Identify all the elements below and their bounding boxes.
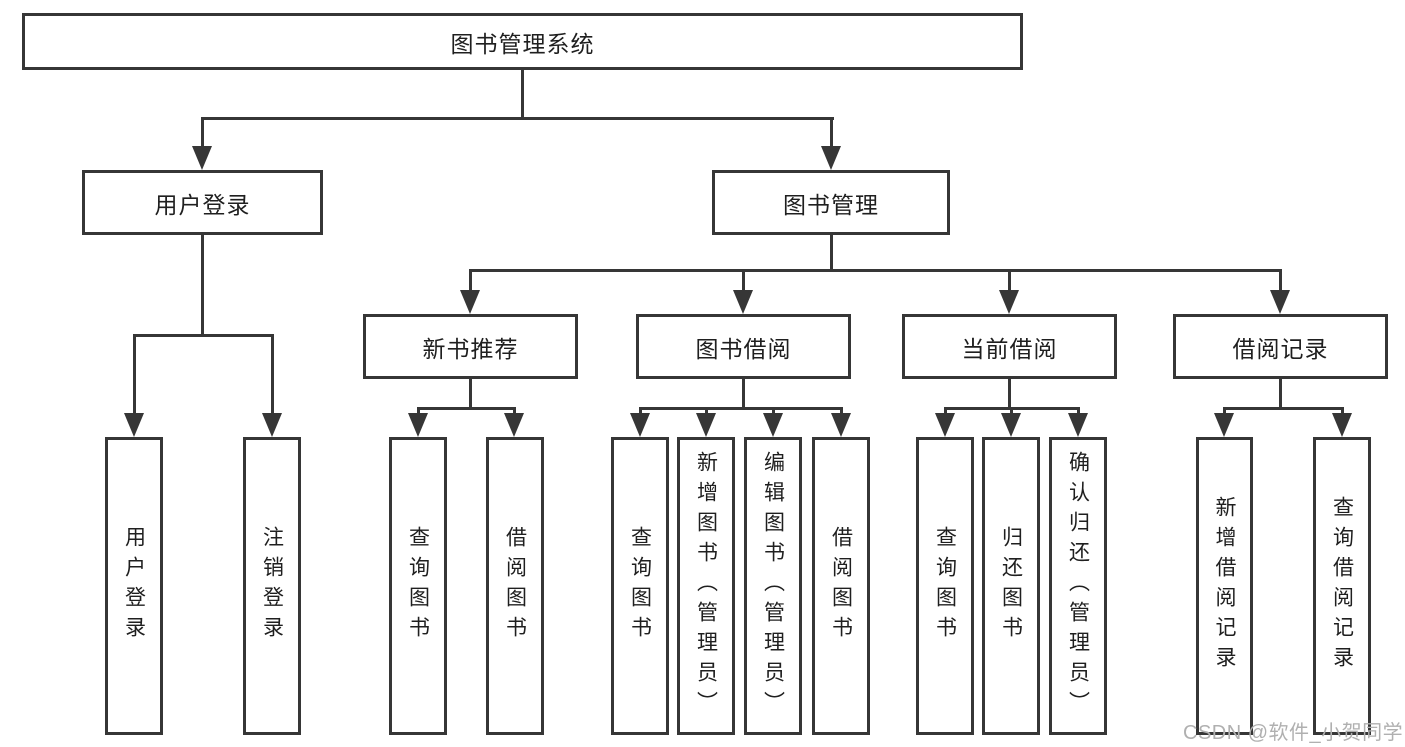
connector-bar [639, 407, 842, 410]
leaf-label: 查询图书 [933, 526, 957, 646]
connector-drop [639, 407, 642, 415]
connector-stem [1008, 378, 1011, 409]
node-label: 图书管理 [783, 191, 879, 218]
connector-stem [469, 378, 472, 409]
arrow-down-icon [821, 146, 841, 170]
connector-drop [742, 269, 745, 292]
connector-bar [469, 269, 1282, 272]
arrow-down-icon [192, 146, 212, 170]
connector-stem [521, 69, 524, 119]
connector-bar [1223, 407, 1343, 410]
arrow-down-icon [124, 413, 144, 437]
connector-stem [742, 378, 745, 409]
leaf-return-books: 归还图书 [982, 437, 1040, 735]
connector-stem [1279, 378, 1282, 409]
leaf-label: 新增图书（管理员） [694, 451, 718, 721]
node-new-book-recommendation: 新书推荐 [363, 314, 578, 379]
connector-drop [271, 334, 274, 415]
connector-drop [772, 407, 775, 415]
leaf-logout: 注销登录 [243, 437, 301, 735]
leaf-label: 借阅图书 [503, 526, 527, 646]
arrow-down-icon [763, 413, 783, 437]
connector-drop [1279, 269, 1282, 292]
connector-drop [840, 407, 843, 415]
connector-bar [133, 334, 274, 337]
leaf-borrow-books-recommend: 借阅图书 [486, 437, 544, 735]
leaf-label: 归还图书 [999, 526, 1023, 646]
node-current-borrowing: 当前借阅 [902, 314, 1117, 379]
node-label: 图书管理系统 [450, 30, 595, 57]
connector-stem [201, 234, 204, 336]
connector-stem [830, 234, 833, 272]
csdn-watermark: CSDN @软件_小贺同学 [1183, 722, 1404, 744]
arrow-down-icon [262, 413, 282, 437]
leaf-label: 查询借阅记录 [1330, 496, 1354, 676]
leaf-label: 注销登录 [260, 526, 284, 646]
leaf-label: 查询图书 [628, 526, 652, 646]
node-book-borrowing: 图书借阅 [636, 314, 851, 379]
arrow-down-icon [1270, 290, 1290, 314]
arrow-down-icon [733, 290, 753, 314]
leaf-label: 查询图书 [406, 526, 430, 646]
connector-drop [944, 407, 947, 415]
arrow-down-icon [1214, 413, 1234, 437]
connector-drop [1341, 407, 1344, 415]
leaf-query-books-borrowing: 查询图书 [611, 437, 669, 735]
leaf-add-books-admin: 新增图书（管理员） [677, 437, 735, 735]
arrow-down-icon [696, 413, 716, 437]
connector-drop [1077, 407, 1080, 415]
connector-drop [469, 269, 472, 292]
leaf-query-books-recommend: 查询图书 [389, 437, 447, 735]
arrow-down-icon [1332, 413, 1352, 437]
leaf-borrow-books-borrowing: 借阅图书 [812, 437, 870, 735]
node-library-management-system: 图书管理系统 [22, 13, 1023, 70]
node-user-login: 用户登录 [82, 170, 323, 235]
connector-drop [513, 407, 516, 415]
connector-drop [201, 117, 204, 149]
node-label: 图书借阅 [695, 335, 792, 362]
node-label: 新书推荐 [422, 335, 519, 362]
connector-drop [705, 407, 708, 415]
leaf-query-borrow-record: 查询借阅记录 [1313, 437, 1371, 735]
node-borrowing-records: 借阅记录 [1173, 314, 1388, 379]
leaf-query-books-current: 查询图书 [916, 437, 974, 735]
arrow-down-icon [1001, 413, 1021, 437]
arrow-down-icon [999, 290, 1019, 314]
arrow-down-icon [408, 413, 428, 437]
node-label: 借阅记录 [1232, 335, 1329, 362]
leaf-label: 确认归还（管理员） [1066, 451, 1090, 721]
leaf-confirm-return-admin: 确认归还（管理员） [1049, 437, 1107, 735]
leaf-label: 借阅图书 [829, 526, 853, 646]
arrow-down-icon [504, 413, 524, 437]
connector-drop [1010, 407, 1013, 415]
connector-drop [1223, 407, 1226, 415]
leaf-edit-books-admin: 编辑图书（管理员） [744, 437, 802, 735]
connector-bar [417, 407, 516, 410]
node-label: 用户登录 [154, 191, 251, 218]
node-book-management: 图书管理 [712, 170, 950, 235]
arrow-down-icon [1068, 413, 1088, 437]
connector-bar [201, 117, 834, 120]
arrow-down-icon [935, 413, 955, 437]
connector-drop [133, 334, 136, 415]
connector-drop [1008, 269, 1011, 292]
leaf-label: 新增借阅记录 [1213, 496, 1236, 676]
connector-drop [830, 117, 833, 149]
leaf-add-borrow-record: 新增借阅记录 [1196, 437, 1253, 735]
arrow-down-icon [831, 413, 851, 437]
leaf-label: 编辑图书（管理员） [761, 451, 785, 721]
leaf-label: 用户登录 [122, 526, 146, 646]
arrow-down-icon [630, 413, 650, 437]
arrow-down-icon [460, 290, 480, 314]
connector-drop [417, 407, 420, 415]
leaf-user-login: 用户登录 [105, 437, 163, 735]
node-label: 当前借阅 [961, 335, 1058, 362]
